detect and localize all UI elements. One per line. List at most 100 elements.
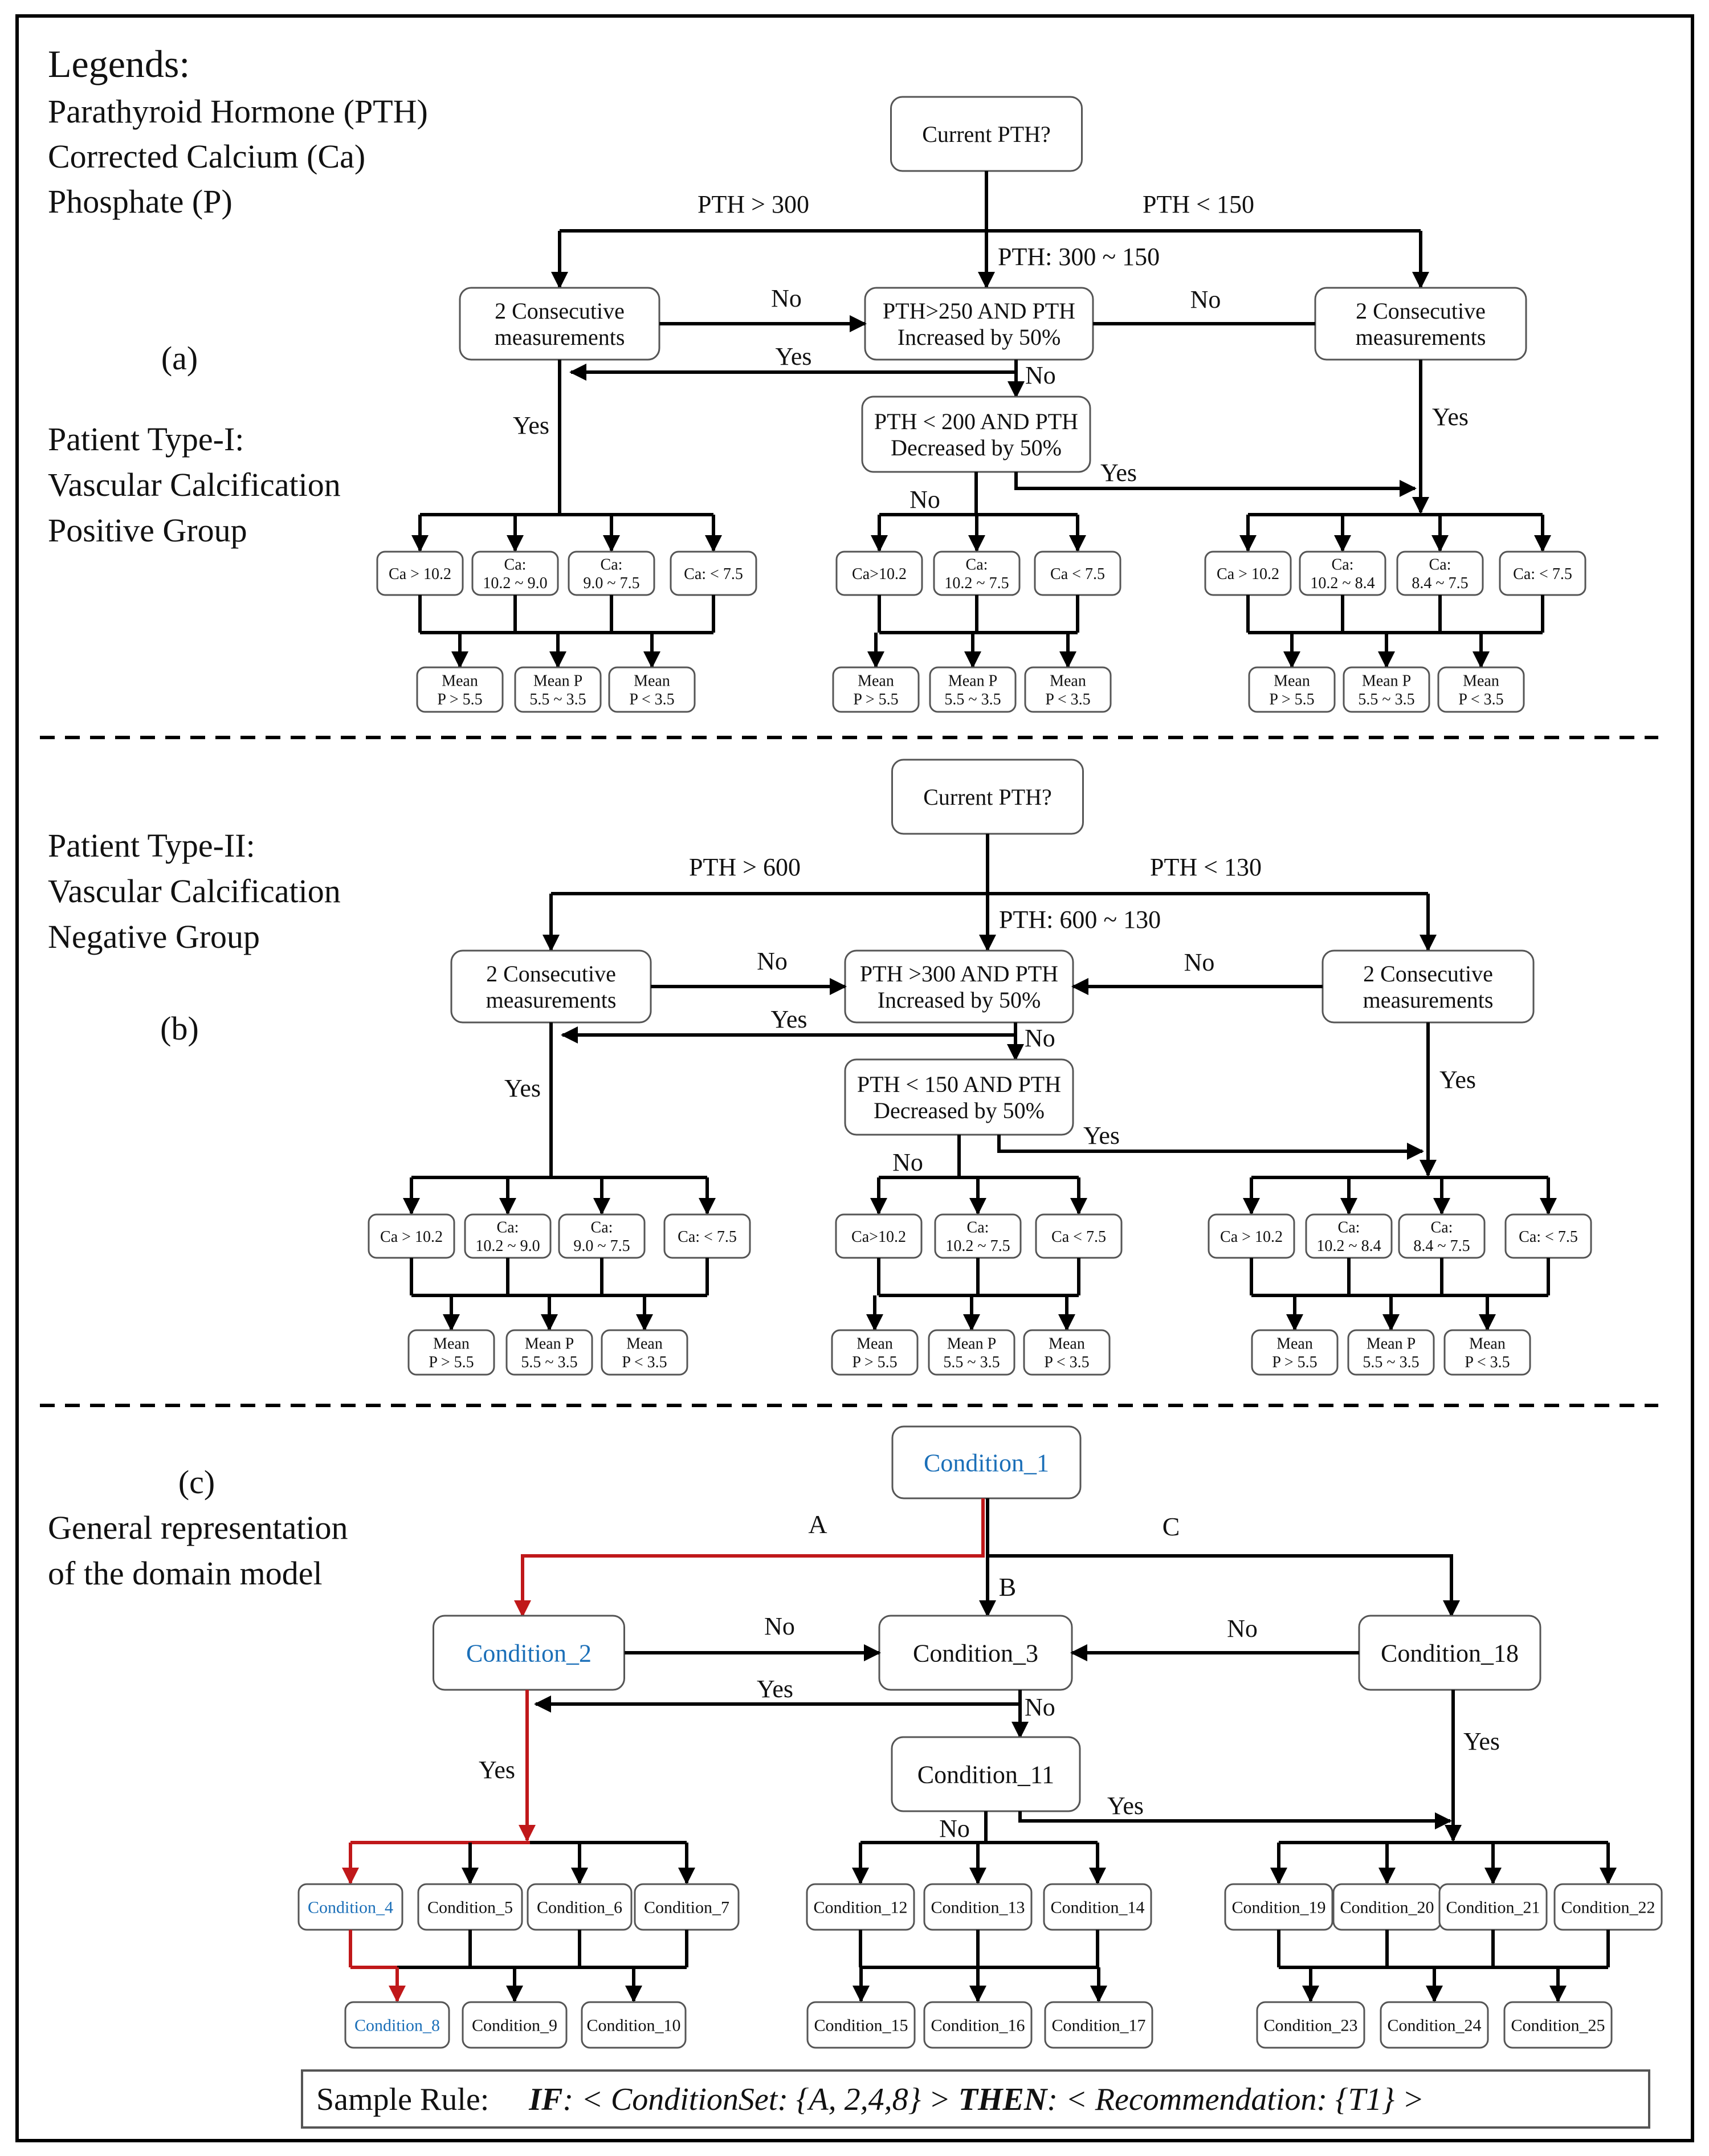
panel_b-right-p-box-1: [1347, 1329, 1435, 1376]
panel_a-mid-p-box-0-label: P > 5.5: [853, 691, 898, 708]
panel-c-mid2-box-label: Condition_11: [917, 1760, 1054, 1788]
panel_a-left-box-label: 2 Consecutive: [495, 298, 625, 324]
panel_b-right-yes-label: Yes: [1439, 1066, 1476, 1094]
panel_a-left-p-box-1-label: 5.5 ~ 3.5: [529, 691, 586, 708]
panel_b-right-box-label: 2 Consecutive: [1363, 961, 1493, 987]
panel_a-mid-box-label: Increased by 50%: [898, 324, 1061, 350]
panel_b-right-p-box-0: [1251, 1329, 1339, 1376]
panel-c-letter: (c): [178, 1464, 215, 1501]
panel_b-mid-p-box-1: [928, 1329, 1015, 1376]
panel_a-group-line-1: Vascular Calcification: [48, 466, 341, 503]
panel_a-left-p-box-0: [416, 666, 504, 713]
sample-rule-conditions: : < ConditionSet: {A, 2,4,8} >: [562, 2082, 958, 2117]
panel_b-left-p-box-1-label: 5.5 ~ 3.5: [521, 1354, 577, 1371]
panel_a-left-ca-box-0-label: Ca > 10.2: [389, 565, 451, 583]
panel-c-path-a: [514, 1498, 985, 1617]
panel-c-left-yes-label: Yes: [479, 1756, 515, 1784]
panel-b: (b)Patient Type-II:Vascular Calcificatio…: [48, 759, 1592, 1376]
panel-c-right-bot-box-1: [1380, 2001, 1489, 2049]
legend-ca: Corrected Calcium (Ca): [48, 138, 365, 175]
panel-c-right-box-1-label: Condition_20: [1340, 1898, 1434, 1917]
panel-c-left-bot-box-2: [581, 2001, 687, 2049]
panel-c-right-bot-box-0-label: Condition_23: [1263, 2016, 1357, 2035]
panel_a-right-p-box-0: [1248, 666, 1336, 713]
panel_a-group-line-2: Positive Group: [48, 512, 247, 549]
panel_b-left-branch-label: PTH > 600: [689, 853, 801, 881]
panel_b-right-ca-box-3-label: Ca: < 7.5: [1519, 1228, 1578, 1246]
panel-c-group-line-0: General representation: [48, 1509, 348, 1546]
panel_b-mid2-no-label: No: [892, 1148, 923, 1176]
panel_b-left-ca-box-1-label: 10.2 ~ 9.0: [475, 1237, 540, 1255]
panel_a-mid2-yes-right: [1014, 472, 1417, 497]
panel_a-right-box-label: measurements: [1356, 324, 1486, 350]
panel-c-left-bot-box-0: [344, 2001, 450, 2049]
legend-p: Phosphate (P): [48, 183, 233, 220]
panel-c-mid-bot-box-1: [923, 2001, 1033, 2049]
panel-c-left-box-0-label: Condition_4: [308, 1898, 393, 1917]
panel_a-right-p-box-1: [1343, 666, 1430, 713]
panel_a-mid-ca-box-0-label: Ca>10.2: [852, 565, 907, 583]
panel-c-mid-box-1-label: Condition_13: [931, 1898, 1025, 1917]
panel_b-right-ca-box-2-label: 8.4 ~ 7.5: [1413, 1237, 1470, 1255]
panel_a-right-p-box-0-label: Mean: [1274, 673, 1310, 690]
panel_a-right-ca-box-3-label: Ca: < 7.5: [1513, 565, 1572, 583]
panel-c-right-box-3-label: Condition_22: [1561, 1898, 1655, 1917]
legend-pth: Parathyroid Hormone (PTH): [48, 93, 428, 130]
panel_a-right-p-box-2: [1437, 666, 1525, 713]
panel-c-group-line-1: of the domain model: [48, 1555, 323, 1592]
panel-c-root-box-label: Condition_1: [924, 1449, 1049, 1477]
panel_a-right-ca-box-1-label: 10.2 ~ 8.4: [1310, 574, 1374, 592]
sample-rule-prefix: Sample Rule:: [316, 2082, 489, 2117]
panel_b-left-ca-box-3-label: Ca: < 7.5: [678, 1228, 737, 1246]
panel_b-mid-ca-box-1-label: Ca:: [967, 1219, 989, 1237]
panel-c-mid-box-label: Condition_3: [913, 1639, 1038, 1667]
panel_a-mid-p-box-1-label: Mean P: [948, 673, 997, 690]
panel_a-right-yes-label: Yes: [1432, 403, 1469, 431]
panel_b-mid-p-box-0-label: Mean: [856, 1335, 893, 1353]
panel-c-left-box-2-label: Condition_6: [537, 1898, 622, 1917]
panel_b-root-box-label: Current PTH?: [923, 784, 1052, 810]
panel_a-left-ca-box-3-label: Ca: < 7.5: [684, 565, 743, 583]
panel_b-mid-box-label: Increased by 50%: [878, 987, 1041, 1013]
panel_a-mid-p-box-1: [929, 666, 1017, 713]
panel_b-mid-box-label: PTH >300 AND PTH: [860, 961, 1058, 987]
panel_b-group-line-0: Patient Type-II:: [48, 827, 255, 864]
panel_a-right-p-box-0-label: P > 5.5: [1269, 691, 1314, 708]
panel_a-left-branch-label: PTH > 300: [698, 190, 809, 218]
panel_b-mid-p-box-1-label: 5.5 ~ 3.5: [943, 1354, 1000, 1371]
panel-c-mid2-yes-right: [1018, 1811, 1452, 1829]
panel_a-mid-p-box-2-label: Mean: [1050, 673, 1086, 690]
panel_b-no-down-label: No: [1025, 1024, 1055, 1052]
panel_b-left-ca-box-2-label: Ca:: [591, 1219, 613, 1237]
panel_b-mid-p-box-0-label: P > 5.5: [852, 1354, 897, 1371]
outer-border: [15, 14, 1694, 2142]
panel-c-path-c: [989, 1554, 1460, 1617]
panel_a-mid2-yes-label: Yes: [1100, 459, 1137, 487]
panel-c-mid-bot-box-0-label: Condition_15: [814, 2016, 908, 2035]
panel_a-mid2-box-label: Decreased by 50%: [891, 435, 1062, 460]
panel_b-right-p-box-1-label: 5.5 ~ 3.5: [1363, 1354, 1419, 1371]
panel_a-mid-p-box-2: [1024, 666, 1112, 713]
panel_a-left-p-box-1: [514, 666, 602, 713]
panel_b-left-p-box-2-label: Mean: [626, 1335, 663, 1353]
panel_a-right-ca-box-1-label: Ca:: [1332, 556, 1354, 574]
panel_a-right-box-label: 2 Consecutive: [1356, 298, 1486, 324]
panel-c-left-box-label: Condition_2: [466, 1639, 592, 1667]
sample-rule-if: IF: [528, 2082, 562, 2117]
panel_a-right-ca-box-2-label: 8.4 ~ 7.5: [1412, 574, 1468, 592]
panel_a-right-ca-box-0-label: Ca > 10.2: [1217, 565, 1279, 583]
panel-c-right-bot-box-0: [1256, 2001, 1365, 2049]
panel_a-mid2-no-label: No: [909, 486, 940, 513]
panel-c-label-a: A: [808, 1510, 827, 1539]
panel_b-no-right-label: No: [1184, 948, 1215, 976]
panel_b-mid2-yes-label: Yes: [1083, 1122, 1120, 1150]
sample-rule-box: [301, 2069, 1650, 2129]
panel_a-no-right-label: No: [1190, 286, 1221, 313]
panel-c-yes-back-label: Yes: [757, 1675, 793, 1703]
panel_b-right-ca-box-0-label: Ca > 10.2: [1220, 1228, 1283, 1246]
panel_b-right-branch-label: PTH < 130: [1150, 853, 1262, 881]
panel-c-mid-box-2-label: Condition_14: [1050, 1898, 1144, 1917]
panel_a-right-p-box-1-label: 5.5 ~ 3.5: [1358, 691, 1414, 708]
